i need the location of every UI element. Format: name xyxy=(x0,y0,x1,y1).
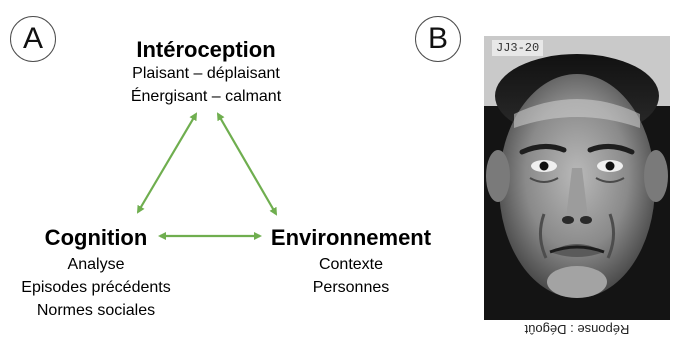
node-cognition-line-2: Episodes précédents xyxy=(21,279,171,296)
node-cognition-title: Cognition xyxy=(44,225,148,250)
node-environnement-title: Environnement xyxy=(270,225,432,250)
photo-caption: Réponse : Dégoût xyxy=(524,322,630,337)
node-interoception-title: Intéroception xyxy=(136,37,276,62)
node-interoception-line-2: Énergisant – calmant xyxy=(130,88,282,105)
arrow-interoception-cognition xyxy=(136,112,198,214)
node-environnement-line-2: Personnes xyxy=(312,279,390,296)
panel-label-b: B xyxy=(415,16,461,62)
node-interoception-line-1: Plaisant – déplaisant xyxy=(132,65,280,82)
node-cognition-line-1: Analyse xyxy=(67,256,125,273)
arrow-interoception-environnement xyxy=(216,112,278,216)
photo-tag: JJ3-20 xyxy=(492,40,544,56)
face-photo: JJ3-20 xyxy=(484,36,670,320)
node-environnement-line-1: Contexte xyxy=(318,256,384,273)
node-cognition-line-3: Normes sociales xyxy=(36,302,156,319)
face-illustration xyxy=(484,36,670,320)
panel-label-a: A xyxy=(10,16,56,62)
